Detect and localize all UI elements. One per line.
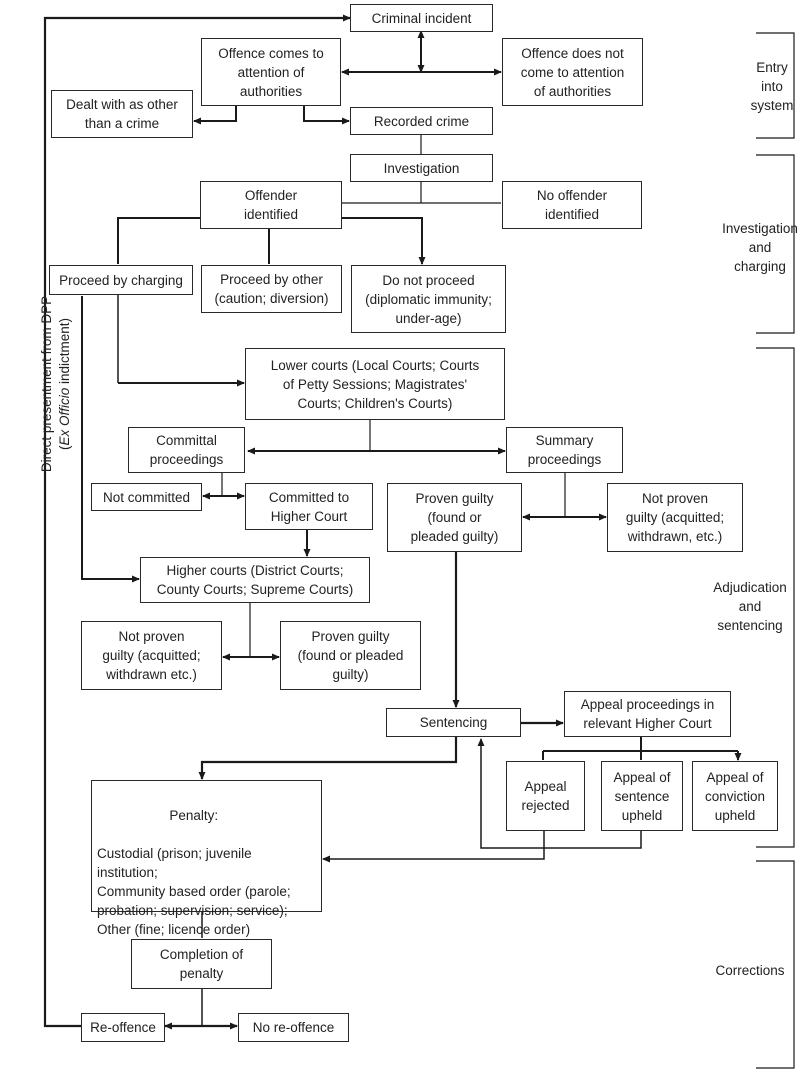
not-committed-box: Not committed bbox=[91, 483, 202, 511]
bracket-investigation bbox=[756, 154, 795, 334]
stage-entry-label: Entry into system bbox=[750, 60, 794, 113]
summary-box: Summary proceedings bbox=[506, 427, 623, 473]
stage-investigation-label: Investigation and charging bbox=[722, 221, 798, 274]
appeal-branches-arrow bbox=[542, 737, 738, 760]
to-higher-courts-arrow bbox=[81, 296, 140, 583]
offence-not-box: Offence does not come to attention of au… bbox=[502, 38, 643, 106]
reoffence-loop-arrow bbox=[43, 14, 351, 1028]
penalty-box: Penalty: Custodial (prison; juvenile ins… bbox=[91, 780, 322, 937]
not-proven-higher-box: Not proven guilty (acquitted; withdrawn … bbox=[81, 621, 222, 690]
rejected-to-penalty-arrow bbox=[322, 831, 545, 863]
appeal-to-sentencing-arrow bbox=[477, 738, 642, 849]
penalty-title: Penalty: bbox=[169, 808, 219, 823]
appeal-sentence-box: Appeal of sentence upheld bbox=[601, 761, 683, 831]
offender-identified-box: Offender identified bbox=[200, 181, 342, 229]
direct-presentment-line1: Direct presentment from DPP bbox=[39, 295, 54, 473]
proven-guilty-lower-box: Proven guilty (found or pleaded guilty) bbox=[387, 483, 522, 552]
appeal-rejected-box: Appeal rejected bbox=[506, 761, 585, 831]
ex-officio-text: Ex Officio bbox=[57, 387, 72, 446]
committal-box: Committal proceedings bbox=[128, 427, 245, 473]
recorded-crime-box: Recorded crime bbox=[350, 107, 493, 135]
sentencing-to-penalty-arrow bbox=[198, 737, 458, 780]
criminal-incident-box: Criminal incident bbox=[350, 4, 493, 32]
proceed-other-box: Proceed by other (caution; diversion) bbox=[201, 265, 342, 313]
penalty-body: Custodial (prison; juvenile institution;… bbox=[97, 846, 291, 937]
no-re-offence-box: No re-offence bbox=[238, 1013, 349, 1042]
not-proven-lower-box: Not proven guilty (acquitted; withdrawn,… bbox=[607, 483, 743, 552]
investigation-box: Investigation bbox=[350, 154, 493, 182]
to-recorded-crime-arrow bbox=[303, 106, 350, 125]
appeal-conviction-box: Appeal of conviction upheld bbox=[692, 761, 778, 831]
higher-courts-box: Higher courts (District Courts; County C… bbox=[140, 557, 370, 603]
dealt-other-box: Dealt with as other than a crime bbox=[51, 90, 193, 138]
bracket-entry bbox=[756, 32, 795, 139]
bracket-adjudication bbox=[756, 347, 795, 848]
no-offender-box: No offender identified bbox=[502, 181, 642, 229]
sentencing-box: Sentencing bbox=[386, 708, 521, 737]
do-not-proceed-box: Do not proceed (diplomatic immunity; und… bbox=[351, 265, 506, 333]
investigation-branch-line bbox=[342, 182, 501, 204]
stage-corrections-label: Corrections bbox=[715, 963, 785, 978]
proven-guilty-higher-box: Proven guilty (found or pleaded guilty) bbox=[280, 621, 421, 690]
stage-adjudication-label: Adjudication and sentencing bbox=[713, 580, 787, 633]
completion-box: Completion of penalty bbox=[131, 939, 272, 989]
committed-higher-box: Committed to Higher Court bbox=[245, 483, 373, 530]
proceed-charging-box: Proceed by charging bbox=[49, 265, 193, 295]
to-dealt-other-arrow bbox=[193, 106, 237, 125]
appeal-proceedings-box: Appeal proceedings in relevant Higher Co… bbox=[564, 691, 731, 737]
offence-comes-box: Offence comes to attention of authoritie… bbox=[201, 38, 341, 106]
re-offence-box: Re-offence bbox=[81, 1013, 165, 1042]
lower-courts-box: Lower courts (Local Courts; Courts of Pe… bbox=[245, 348, 505, 420]
direct-presentment-line2: (Ex Officio indictment) bbox=[57, 317, 72, 451]
bracket-corrections bbox=[756, 860, 795, 1069]
